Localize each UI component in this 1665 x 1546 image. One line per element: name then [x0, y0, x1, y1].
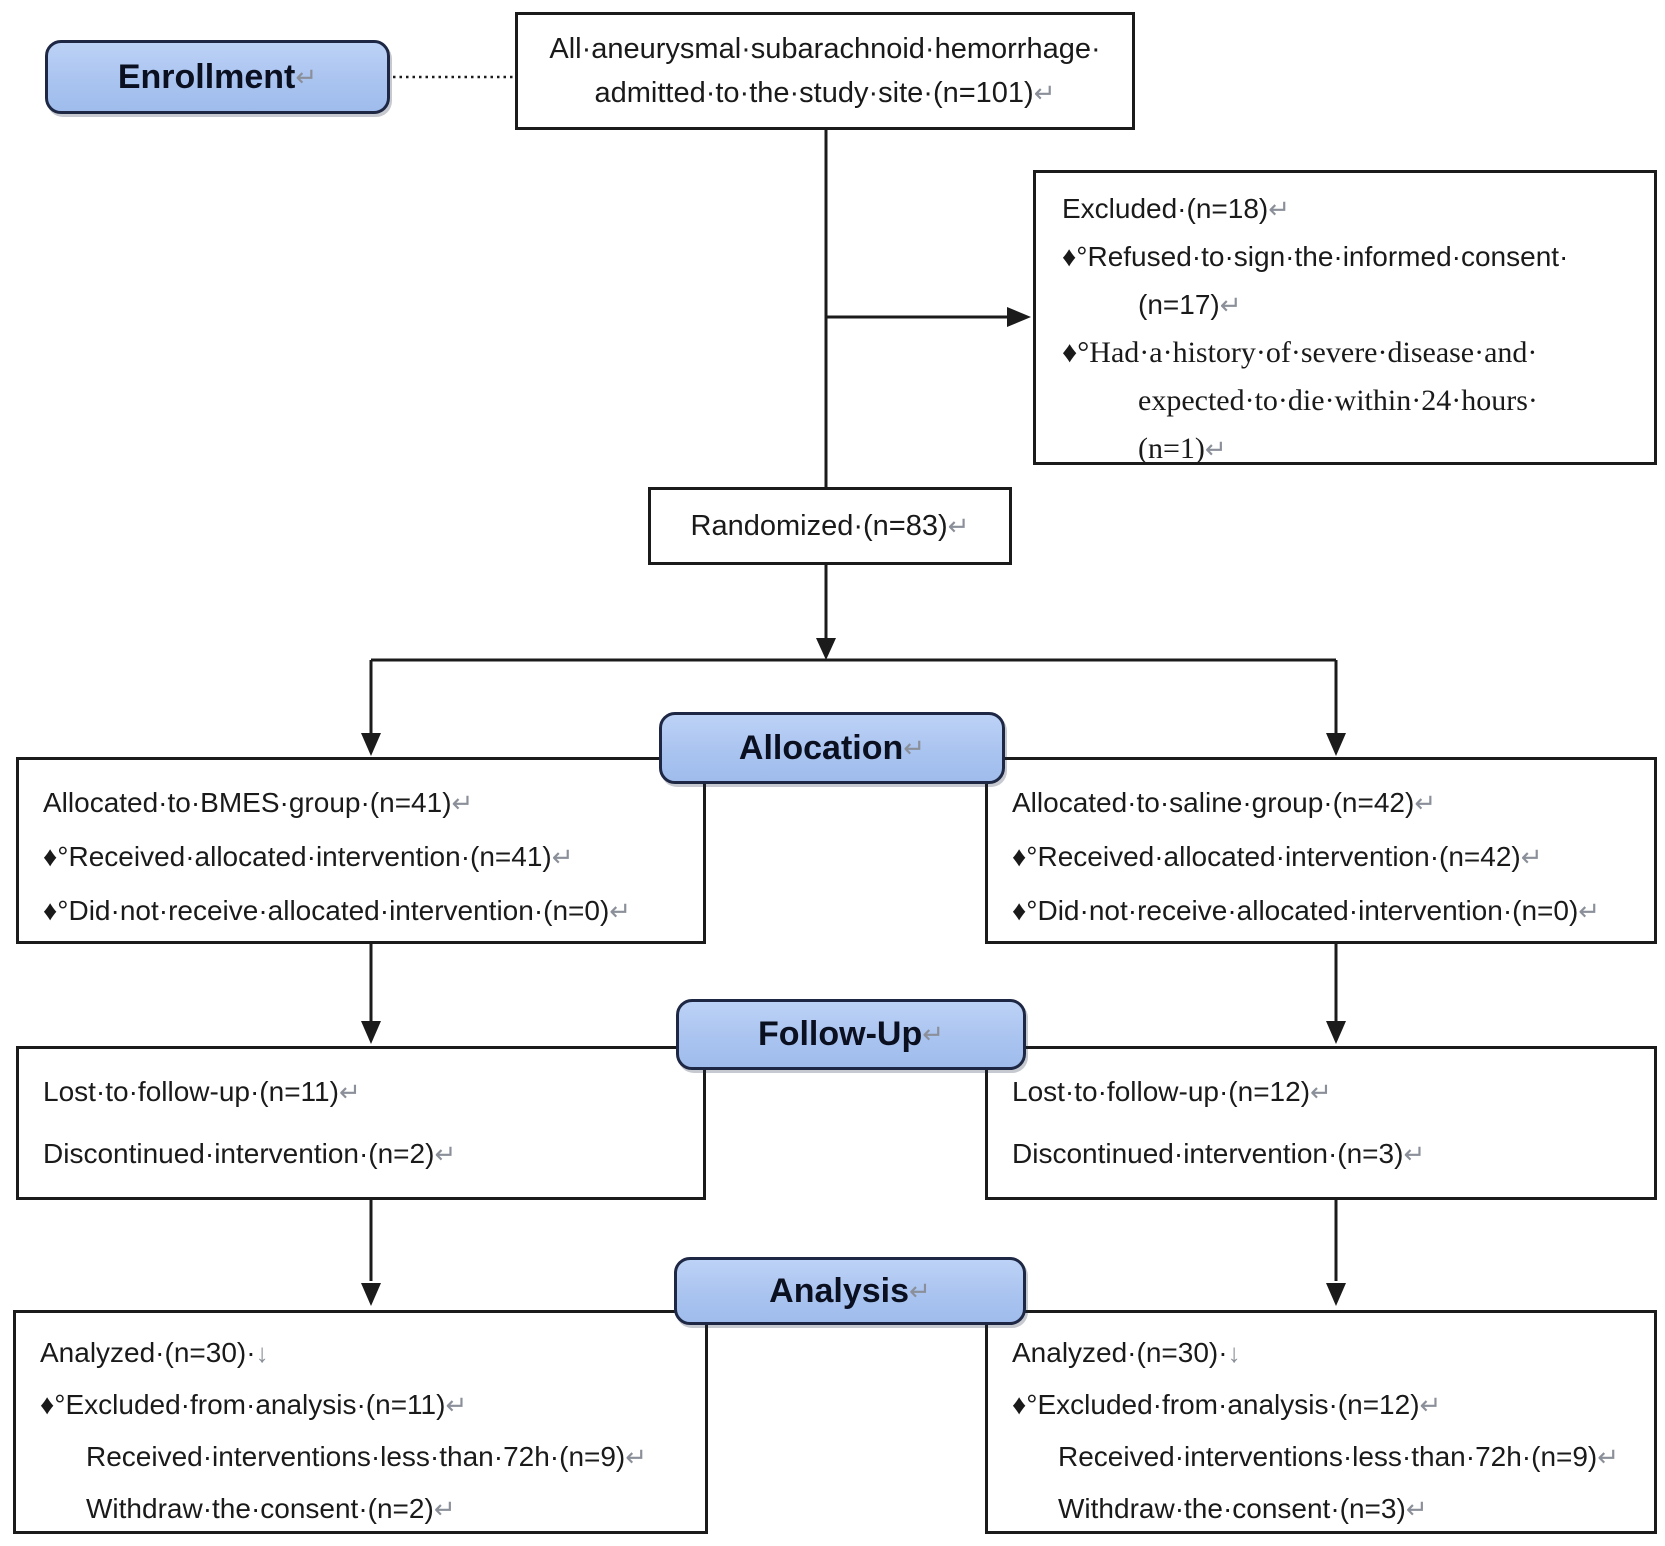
excluded-line: ♦°Refused·to·sign·the·informed·consent·	[1062, 241, 1569, 272]
return-mark: ↵	[922, 1019, 945, 1049]
stage-pill-follow-up: Follow-Up↵	[676, 999, 1026, 1070]
randomized-box: Randomized·(n=83)↵	[648, 487, 1012, 565]
arrowhead-left-followup	[361, 1021, 381, 1044]
return-mark: ↵	[909, 1275, 931, 1306]
admitted-line-1: All·aneurysmal·subarachnoid·hemorrhage·	[549, 33, 1101, 65]
randomized-line: Randomized·(n=83)↵	[690, 509, 970, 542]
analysis-saline-box: Analyzed·(n=30)·↓ ♦°Excluded·from·analys…	[985, 1310, 1657, 1534]
stage-pill-analysis: Analysis↵	[674, 1257, 1026, 1325]
excluded-box: Excluded·(n=18)↵ ♦°Refused·to·sign·the·i…	[1033, 170, 1657, 465]
excluded-line: expected·to·die·within·24·hours·	[1138, 384, 1538, 417]
spacer	[1012, 1117, 1654, 1129]
followup-line: Lost·to·follow-up·(n=11)↵	[43, 1076, 361, 1107]
analysis-line: Withdraw·the·consent·(n=3)↵	[1058, 1493, 1428, 1524]
excluded-line: ♦°Had·a·history·of·severe·disease·and·	[1062, 336, 1538, 369]
stage-pill-label: Enrollment	[117, 57, 296, 96]
stage-pill-label: Follow-Up	[757, 1015, 923, 1053]
arrowhead-right-analysis	[1326, 1283, 1346, 1306]
analysis-line: Withdraw·the·consent·(n=2)↵	[86, 1493, 456, 1524]
spacer	[43, 1117, 703, 1129]
stage-pill-label: Allocation	[738, 728, 904, 767]
stage-pill-label: Analysis	[769, 1271, 910, 1310]
allocation-line: ♦°Received·allocated·intervention·(n=42)…	[1012, 841, 1543, 872]
allocation-bmes-box: Allocated·to·BMES·group·(n=41)↵ ♦°Receiv…	[16, 757, 706, 944]
return-mark: ↵	[903, 732, 926, 763]
analysis-line: Analyzed·(n=30)·↓	[40, 1337, 269, 1368]
analysis-line: Received·interventions·less·than·72h·(n=…	[1058, 1441, 1620, 1472]
analysis-line: Analyzed·(n=30)·↓	[1012, 1337, 1241, 1368]
excluded-line: (n=1)↵	[1138, 432, 1227, 465]
analysis-bmes-box: Analyzed·(n=30)·↓ ♦°Excluded·from·analys…	[13, 1310, 708, 1534]
allocation-line: Allocated·to·BMES·group·(n=41)↵	[43, 787, 474, 818]
allocation-line: Allocated·to·saline·group·(n=42)↵	[1012, 787, 1437, 818]
allocation-saline-box: Allocated·to·saline·group·(n=42)↵ ♦°Rece…	[985, 757, 1657, 944]
arrowhead-left-analysis	[361, 1283, 381, 1306]
admitted-line-2: admitted·to·the·study·site·(n=101)↵	[594, 77, 1056, 109]
followup-line: Discontinued·intervention·(n=2)↵	[43, 1138, 457, 1169]
arrowhead-left-allocation	[361, 733, 381, 756]
excluded-line: Excluded·(n=18)↵	[1062, 193, 1291, 224]
arrowhead-randomized-split	[816, 638, 836, 660]
admitted-box: All·aneurysmal·subarachnoid·hemorrhage· …	[515, 12, 1135, 130]
followup-saline-box: Lost·to·follow-up·(n=12)↵ Discontinued·i…	[985, 1046, 1657, 1200]
stage-pill-enrollment: Enrollment↵	[45, 40, 390, 114]
excluded-line: (n=17)↵	[1138, 289, 1242, 320]
arrowhead-to-excluded	[1007, 307, 1031, 327]
allocation-line: ♦°Received·allocated·intervention·(n=41)…	[43, 841, 574, 872]
return-mark: ↵	[295, 61, 318, 92]
followup-line: Lost·to·follow-up·(n=12)↵	[1012, 1076, 1332, 1107]
followup-bmes-box: Lost·to·follow-up·(n=11)↵ Discontinued·i…	[16, 1046, 706, 1200]
followup-line: Discontinued·intervention·(n=3)↵	[1012, 1138, 1426, 1169]
analysis-line: ♦°Excluded·from·analysis·(n=12)↵	[1012, 1389, 1442, 1420]
arrowhead-right-followup	[1326, 1021, 1346, 1044]
arrowhead-right-allocation	[1326, 733, 1346, 756]
analysis-line: Received·interventions·less·than·72h·(n=…	[86, 1441, 648, 1472]
analysis-line: ♦°Excluded·from·analysis·(n=11)↵	[40, 1389, 468, 1420]
stage-pill-allocation: Allocation↵	[659, 712, 1005, 784]
allocation-line: ♦°Did·not·receive·allocated·intervention…	[1012, 895, 1601, 926]
allocation-line: ♦°Did·not·receive·allocated·intervention…	[43, 895, 632, 926]
